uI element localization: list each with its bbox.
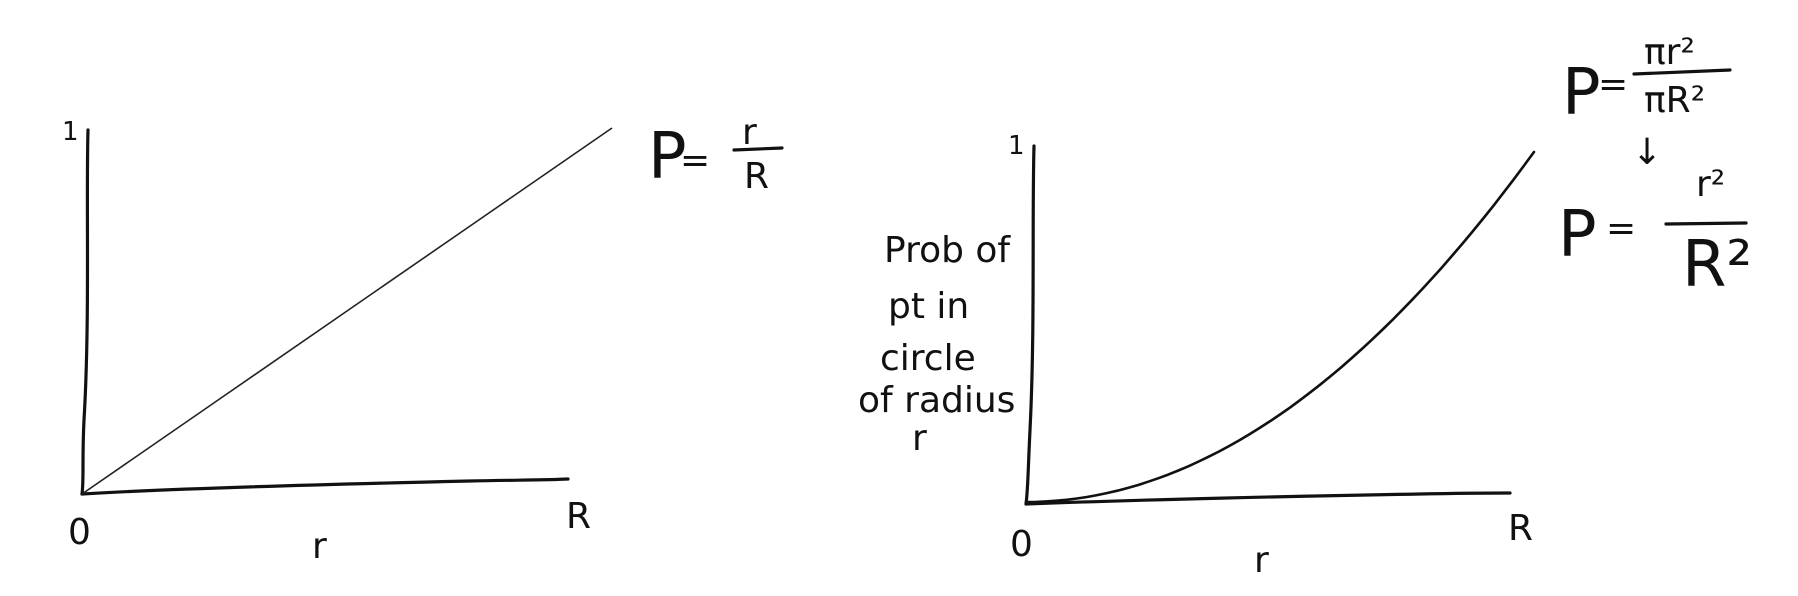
x-tick-R-left: R [566,496,591,537]
ylabel-line-4: of radius [858,380,1015,421]
series-line-linear [81,127,613,495]
formula-linear: P = r R [648,112,784,197]
y-axis-left [80,128,90,496]
formula-numerator-top: πr² [1644,32,1695,73]
x-axis-label-left: r [312,526,327,567]
y-axis-label-right: Prob of pt in circle of radius r [858,230,1015,459]
formula-fraction-bar-top [1632,68,1732,76]
formula-fraction-bar-left [732,146,784,152]
chart-linear: 1 0 R r P = r R [62,112,784,567]
x-tick-0-left: 0 [68,512,91,553]
formula-simplified-denominator: R² [1682,228,1752,302]
y-axis-right [1024,144,1036,506]
ylabel-line-3: circle [880,338,976,379]
formula-eq-top: = [1598,64,1628,105]
y-tick-1-left: 1 [62,117,79,147]
formula-arrow-icon: ↓ [1632,132,1662,173]
formula-eq-bottom: = [1606,208,1636,249]
y-tick-1-right: 1 [1008,131,1025,161]
ylabel-line-2: pt in [888,286,969,327]
series-line-quadratic [1024,150,1536,504]
formula-lhs-top: P [1562,56,1601,130]
formula-simplified-numerator: r² [1696,164,1725,205]
ylabel-line-1: Prob of [884,230,1011,271]
x-tick-0-right: 0 [1010,524,1033,565]
formula-quadratic: P = πr² πR² ↓ P = r² R² [1558,32,1752,302]
x-axis-right [1024,491,1512,506]
formula-lhs-left: P [648,120,687,194]
formula-numerator-left: r [742,112,757,153]
x-axis-label-right: r [1254,540,1269,581]
formula-eq-left: = [680,140,710,181]
x-axis-left [80,477,570,496]
formula-fraction-bar-bottom [1664,221,1748,226]
formula-denominator-left: R [744,156,769,197]
chart-quadratic: 1 0 R r Prob of pt in circle of radius r… [858,32,1752,581]
formula-denominator-top: πR² [1644,80,1705,121]
formula-lhs-bottom: P [1558,198,1597,272]
ylabel-line-5: r [912,418,927,459]
x-tick-R-right: R [1508,508,1533,549]
